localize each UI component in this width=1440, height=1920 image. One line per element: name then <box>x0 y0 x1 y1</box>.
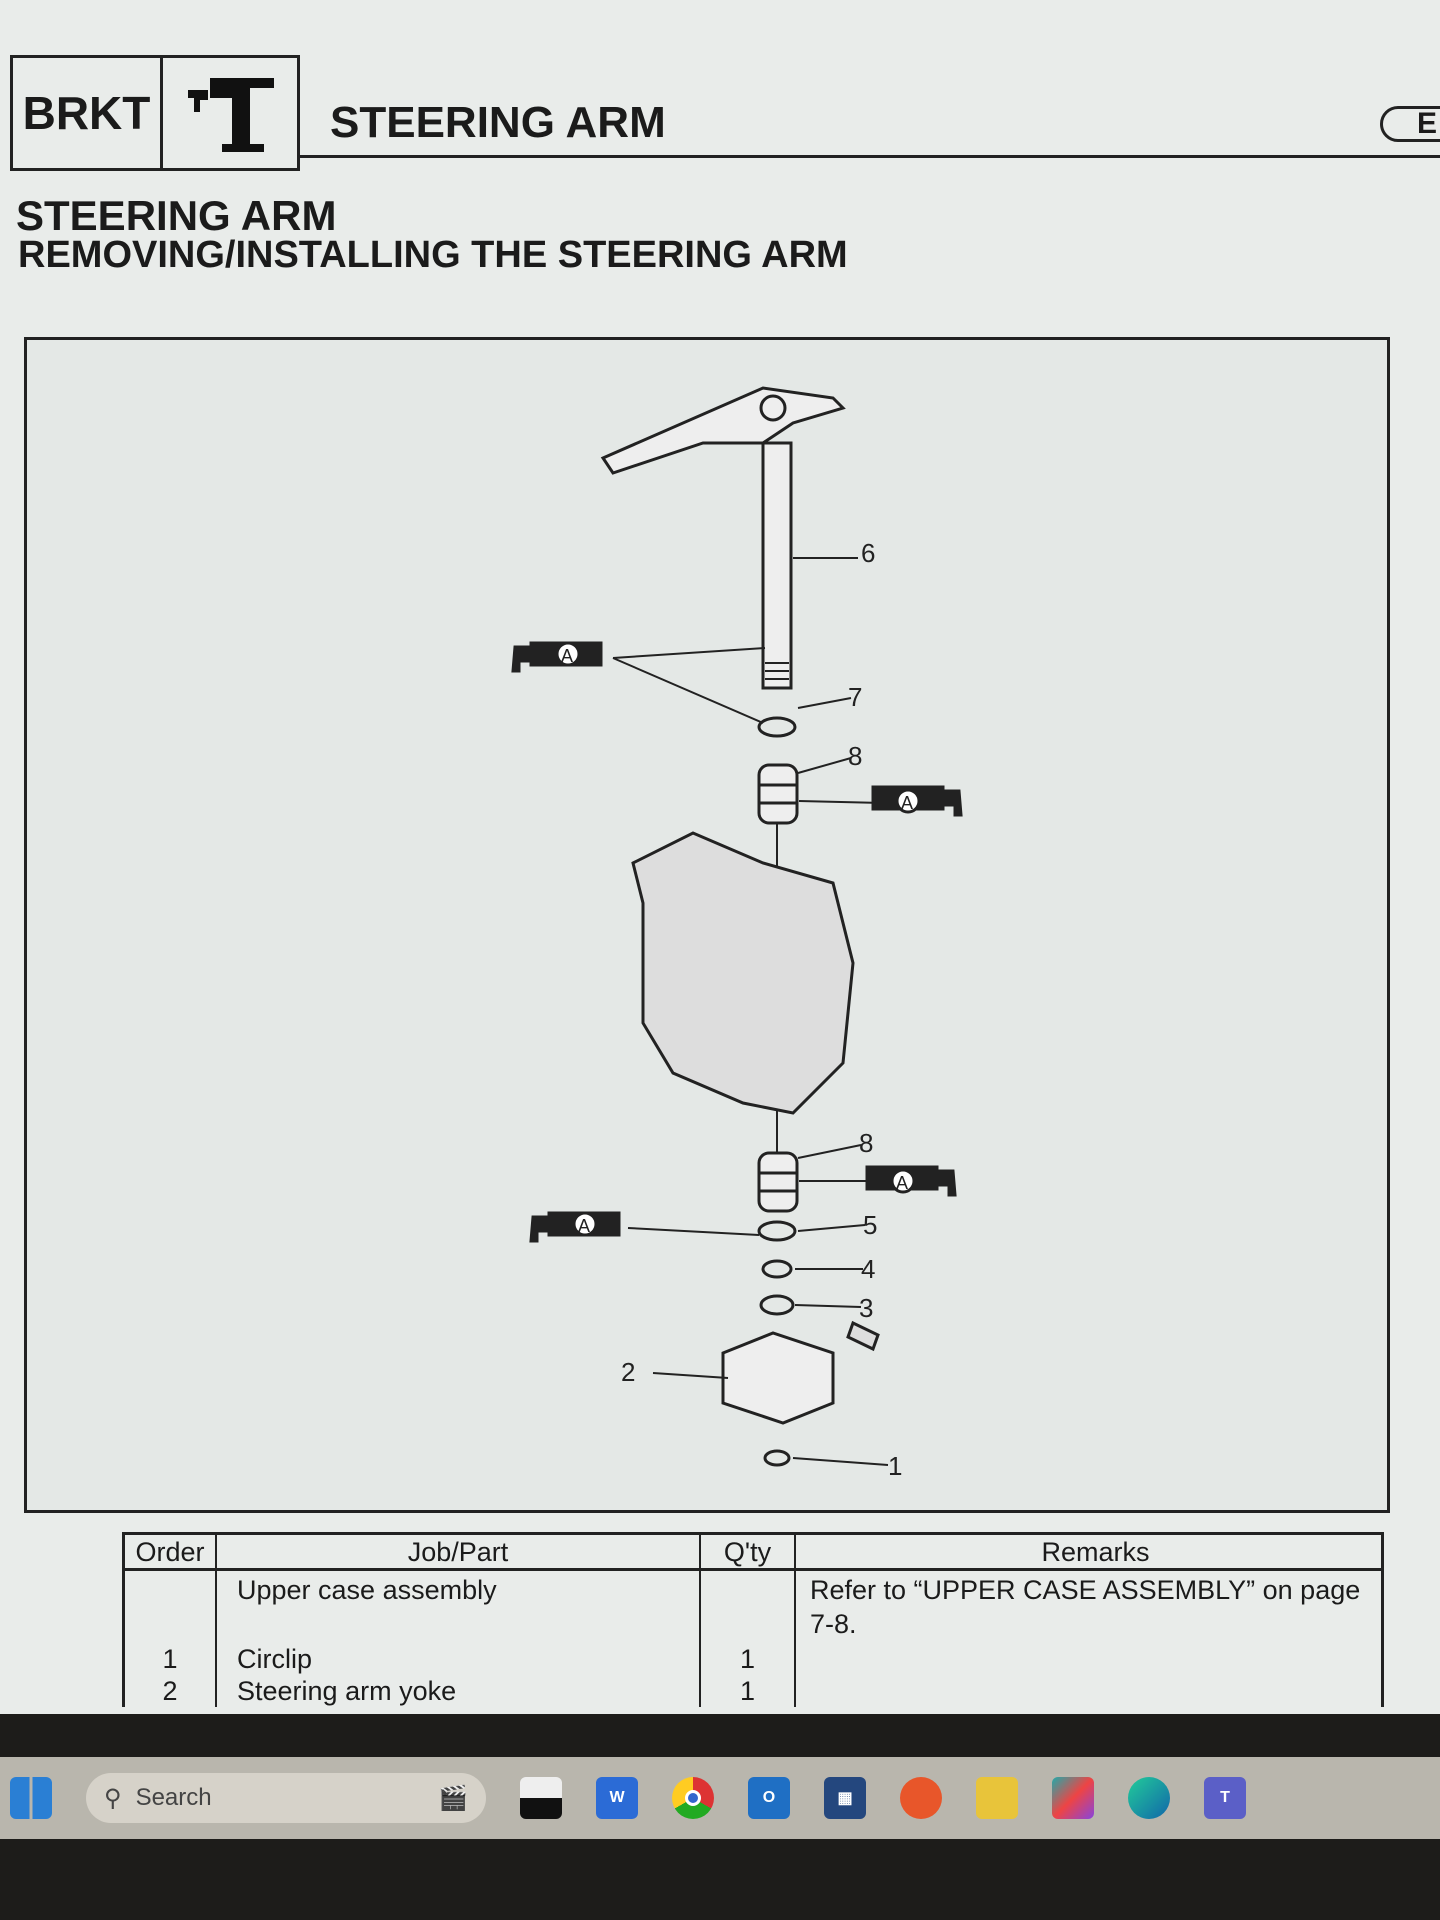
copilot-icon[interactable] <box>1052 1777 1094 1819</box>
remarks-cell: Refer to “UPPER CASE ASSEMBLY” on page 7… <box>810 1575 1361 1639</box>
section-heading: STEERING ARM <box>16 192 337 239</box>
word-icon[interactable]: W <box>596 1777 638 1819</box>
part-cell: Steering arm yoke <box>217 1675 701 1707</box>
bushing-lower <box>757 1151 799 1213</box>
svg-text:A: A <box>896 1173 908 1193</box>
table-row: 1 Circlip 1 <box>125 1643 1381 1675</box>
order-cell: 2 <box>125 1675 217 1707</box>
part-cell: Upper case assembly <box>217 1571 701 1643</box>
header-rule <box>300 155 1440 158</box>
table-header: Order Job/Part Q'ty Remarks <box>125 1535 1381 1571</box>
search-placeholder: Search <box>135 1784 212 1811</box>
col-order: Order <box>125 1535 217 1568</box>
callout-8-lower: 8 <box>859 1128 873 1158</box>
callout-4: 4 <box>861 1254 875 1284</box>
page-title: STEERING ARM <box>330 98 666 147</box>
start-icon[interactable] <box>10 1777 52 1819</box>
callout-2: 2 <box>621 1357 635 1387</box>
section-tab: BRKT <box>10 55 300 171</box>
search-icon: ⚲ <box>104 1784 122 1812</box>
callout-6: 6 <box>861 538 875 568</box>
bracket-icon <box>163 58 297 168</box>
grease-marker-icon: A <box>865 1165 957 1197</box>
upper-case <box>631 831 855 1115</box>
exploded-diagram: 6 7 8 8 5 4 3 2 1 A A A A <box>24 337 1390 1513</box>
order-cell <box>125 1571 217 1643</box>
grease-marker-icon: A <box>511 641 603 673</box>
grease-marker-icon: A <box>871 785 963 817</box>
svg-text:A: A <box>578 1216 590 1236</box>
col-qty: Q'ty <box>701 1535 796 1568</box>
firefox-icon[interactable] <box>900 1777 942 1819</box>
remarks-cell <box>796 1643 1381 1675</box>
col-remarks: Remarks <box>1041 1537 1150 1567</box>
table-row: Upper case assembly Refer to “UPPER CASE… <box>125 1571 1381 1643</box>
teams-icon[interactable]: T <box>1204 1777 1246 1819</box>
washer <box>757 716 797 738</box>
callout-5: 5 <box>863 1210 877 1240</box>
part-cell: Circlip <box>217 1643 701 1675</box>
callout-1: 1 <box>888 1451 902 1481</box>
taskbar: ⚲ Search 🎬 W O ▦ T <box>0 1757 1440 1839</box>
file-explorer-icon[interactable] <box>976 1777 1018 1819</box>
edge-icon[interactable] <box>1128 1777 1170 1819</box>
steering-shaft <box>761 441 793 690</box>
parts-table: Order Job/Part Q'ty Remarks Upper case a… <box>122 1532 1384 1707</box>
outlook-icon[interactable]: O <box>748 1777 790 1819</box>
chrome-icon[interactable] <box>672 1777 714 1819</box>
callout-3: 3 <box>859 1293 873 1323</box>
qty-cell: 1 <box>701 1643 796 1675</box>
col-job-part: Job/Part <box>217 1535 701 1568</box>
table-row: 2 Steering arm yoke 1 <box>125 1675 1381 1707</box>
svg-text:A: A <box>901 793 913 813</box>
qty-cell <box>701 1571 796 1643</box>
terminal-icon[interactable] <box>520 1777 562 1819</box>
svg-text:A: A <box>561 646 573 666</box>
taskbar-search[interactable]: ⚲ Search 🎬 <box>86 1773 486 1823</box>
grease-marker-icon: A <box>529 1211 621 1243</box>
steering-arm-yoke <box>721 1331 835 1425</box>
store-icon[interactable]: ▦ <box>824 1777 866 1819</box>
callout-7: 7 <box>848 682 862 712</box>
section-subheading: REMOVING/INSTALLING THE STEERING ARM <box>18 234 848 276</box>
language-badge: E <box>1380 106 1440 142</box>
bushing-upper <box>757 763 799 825</box>
order-cell: 1 <box>125 1643 217 1675</box>
steering-arm <box>600 386 846 475</box>
remarks-cell <box>796 1675 1381 1707</box>
qty-cell: 1 <box>701 1675 796 1707</box>
widgets-icon[interactable]: 🎬 <box>438 1784 468 1812</box>
section-code: BRKT <box>13 58 163 168</box>
callout-8-upper: 8 <box>848 741 862 771</box>
